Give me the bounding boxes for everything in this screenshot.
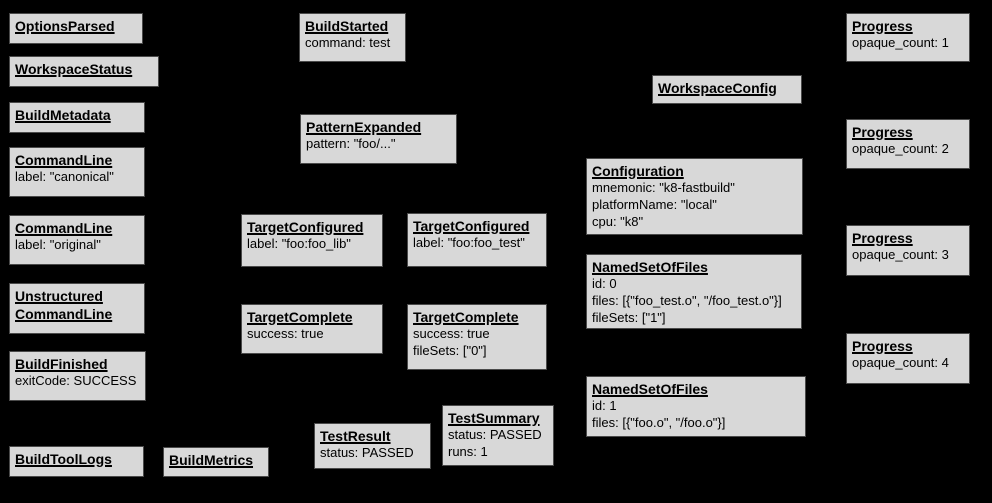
node-title: CommandLine [15, 152, 113, 168]
node-progress-4: Progress opaque_count: 4 [846, 333, 970, 384]
node-title: Unstructured CommandLine [15, 288, 113, 323]
node-detail: files: [{"foo.o", "/foo.o"}] [592, 415, 726, 431]
node-command-line-original: CommandLine label: "original" [9, 215, 145, 265]
node-progress-2: Progress opaque_count: 2 [846, 119, 970, 169]
node-target-complete-foo-test: TargetComplete success: true fileSets: [… [407, 304, 547, 370]
node-detail: platformName: "local" [592, 197, 717, 213]
node-configuration: Configuration mnemonic: "k8-fastbuild" p… [586, 158, 803, 235]
node-title: TargetConfigured [247, 219, 364, 235]
node-build-started: BuildStarted command: test [299, 13, 406, 62]
node-pattern-expanded: PatternExpanded pattern: "foo/..." [300, 114, 457, 164]
node-title: OptionsParsed [15, 18, 115, 34]
node-detail: command: test [305, 35, 391, 51]
node-title: Progress [852, 338, 913, 354]
node-title: WorkspaceStatus [15, 61, 133, 77]
node-detail: label: "foo:foo_test" [413, 235, 525, 251]
node-detail: pattern: "foo/..." [306, 136, 396, 152]
node-title: BuildMetadata [15, 107, 111, 123]
node-detail: runs: 1 [448, 444, 488, 460]
node-title: Progress [852, 230, 913, 246]
node-target-complete-foo-lib: TargetComplete success: true [241, 304, 383, 354]
node-title: NamedSetOfFiles [592, 259, 708, 275]
node-test-result: TestResult status: PASSED [314, 423, 431, 469]
node-title: TestResult [320, 428, 391, 444]
node-title: TestSummary [448, 410, 540, 426]
node-detail: opaque_count: 2 [852, 141, 949, 157]
node-title: Progress [852, 124, 913, 140]
node-detail: opaque_count: 4 [852, 355, 949, 371]
node-progress-3: Progress opaque_count: 3 [846, 225, 970, 276]
node-detail: fileSets: ["0"] [413, 343, 487, 359]
node-title: TargetComplete [413, 309, 519, 325]
node-named-set-of-files-0: NamedSetOfFiles id: 0 files: [{"foo_test… [586, 254, 802, 329]
node-detail: opaque_count: 3 [852, 247, 949, 263]
node-title: CommandLine [15, 220, 113, 236]
node-detail: success: true [247, 326, 324, 342]
node-title: TargetComplete [247, 309, 353, 325]
node-test-summary: TestSummary status: PASSED runs: 1 [442, 405, 554, 466]
node-unstructured-command-line: Unstructured CommandLine [9, 283, 145, 334]
node-title: PatternExpanded [306, 119, 422, 135]
node-detail: exitCode: SUCCESS [15, 373, 137, 389]
node-title: BuildMetrics [169, 452, 254, 468]
node-detail: label: "original" [15, 237, 101, 253]
node-detail: cpu: "k8" [592, 213, 644, 229]
node-workspace-config: WorkspaceConfig [652, 75, 802, 104]
node-detail: label: "foo:foo_lib" [247, 236, 351, 252]
node-detail: status: PASSED [448, 427, 542, 443]
node-build-metadata: BuildMetadata [9, 102, 145, 133]
node-title: TargetConfigured [413, 218, 530, 234]
node-title: BuildStarted [305, 18, 389, 34]
node-detail: label: "canonical" [15, 169, 114, 185]
node-options-parsed: OptionsParsed [9, 13, 143, 44]
node-named-set-of-files-1: NamedSetOfFiles id: 1 files: [{"foo.o", … [586, 376, 806, 437]
node-detail: success: true [413, 326, 490, 342]
node-title: BuildFinished [15, 356, 108, 372]
node-build-finished: BuildFinished exitCode: SUCCESS [9, 351, 146, 401]
node-title: Configuration [592, 163, 684, 179]
node-build-metrics: BuildMetrics [163, 447, 269, 477]
node-progress-1: Progress opaque_count: 1 [846, 13, 970, 62]
node-title: BuildToolLogs [15, 451, 112, 467]
node-title: Progress [852, 18, 913, 34]
node-title: WorkspaceConfig [658, 80, 777, 96]
node-build-tool-logs: BuildToolLogs [9, 446, 144, 477]
node-detail: id: 1 [592, 398, 617, 414]
node-detail: status: PASSED [320, 445, 414, 461]
node-detail: id: 0 [592, 276, 617, 292]
node-detail: files: [{"foo_test.o", "/foo_test.o"}] [592, 293, 782, 309]
node-detail: mnemonic: "k8-fastbuild" [592, 180, 735, 196]
node-detail: fileSets: ["1"] [592, 309, 666, 325]
node-workspace-status: WorkspaceStatus [9, 56, 159, 87]
node-command-line-canonical: CommandLine label: "canonical" [9, 147, 145, 197]
node-title: NamedSetOfFiles [592, 381, 708, 397]
node-target-configured-foo-lib: TargetConfigured label: "foo:foo_lib" [241, 214, 383, 267]
node-target-configured-foo-test: TargetConfigured label: "foo:foo_test" [407, 213, 547, 267]
node-detail: opaque_count: 1 [852, 35, 949, 51]
